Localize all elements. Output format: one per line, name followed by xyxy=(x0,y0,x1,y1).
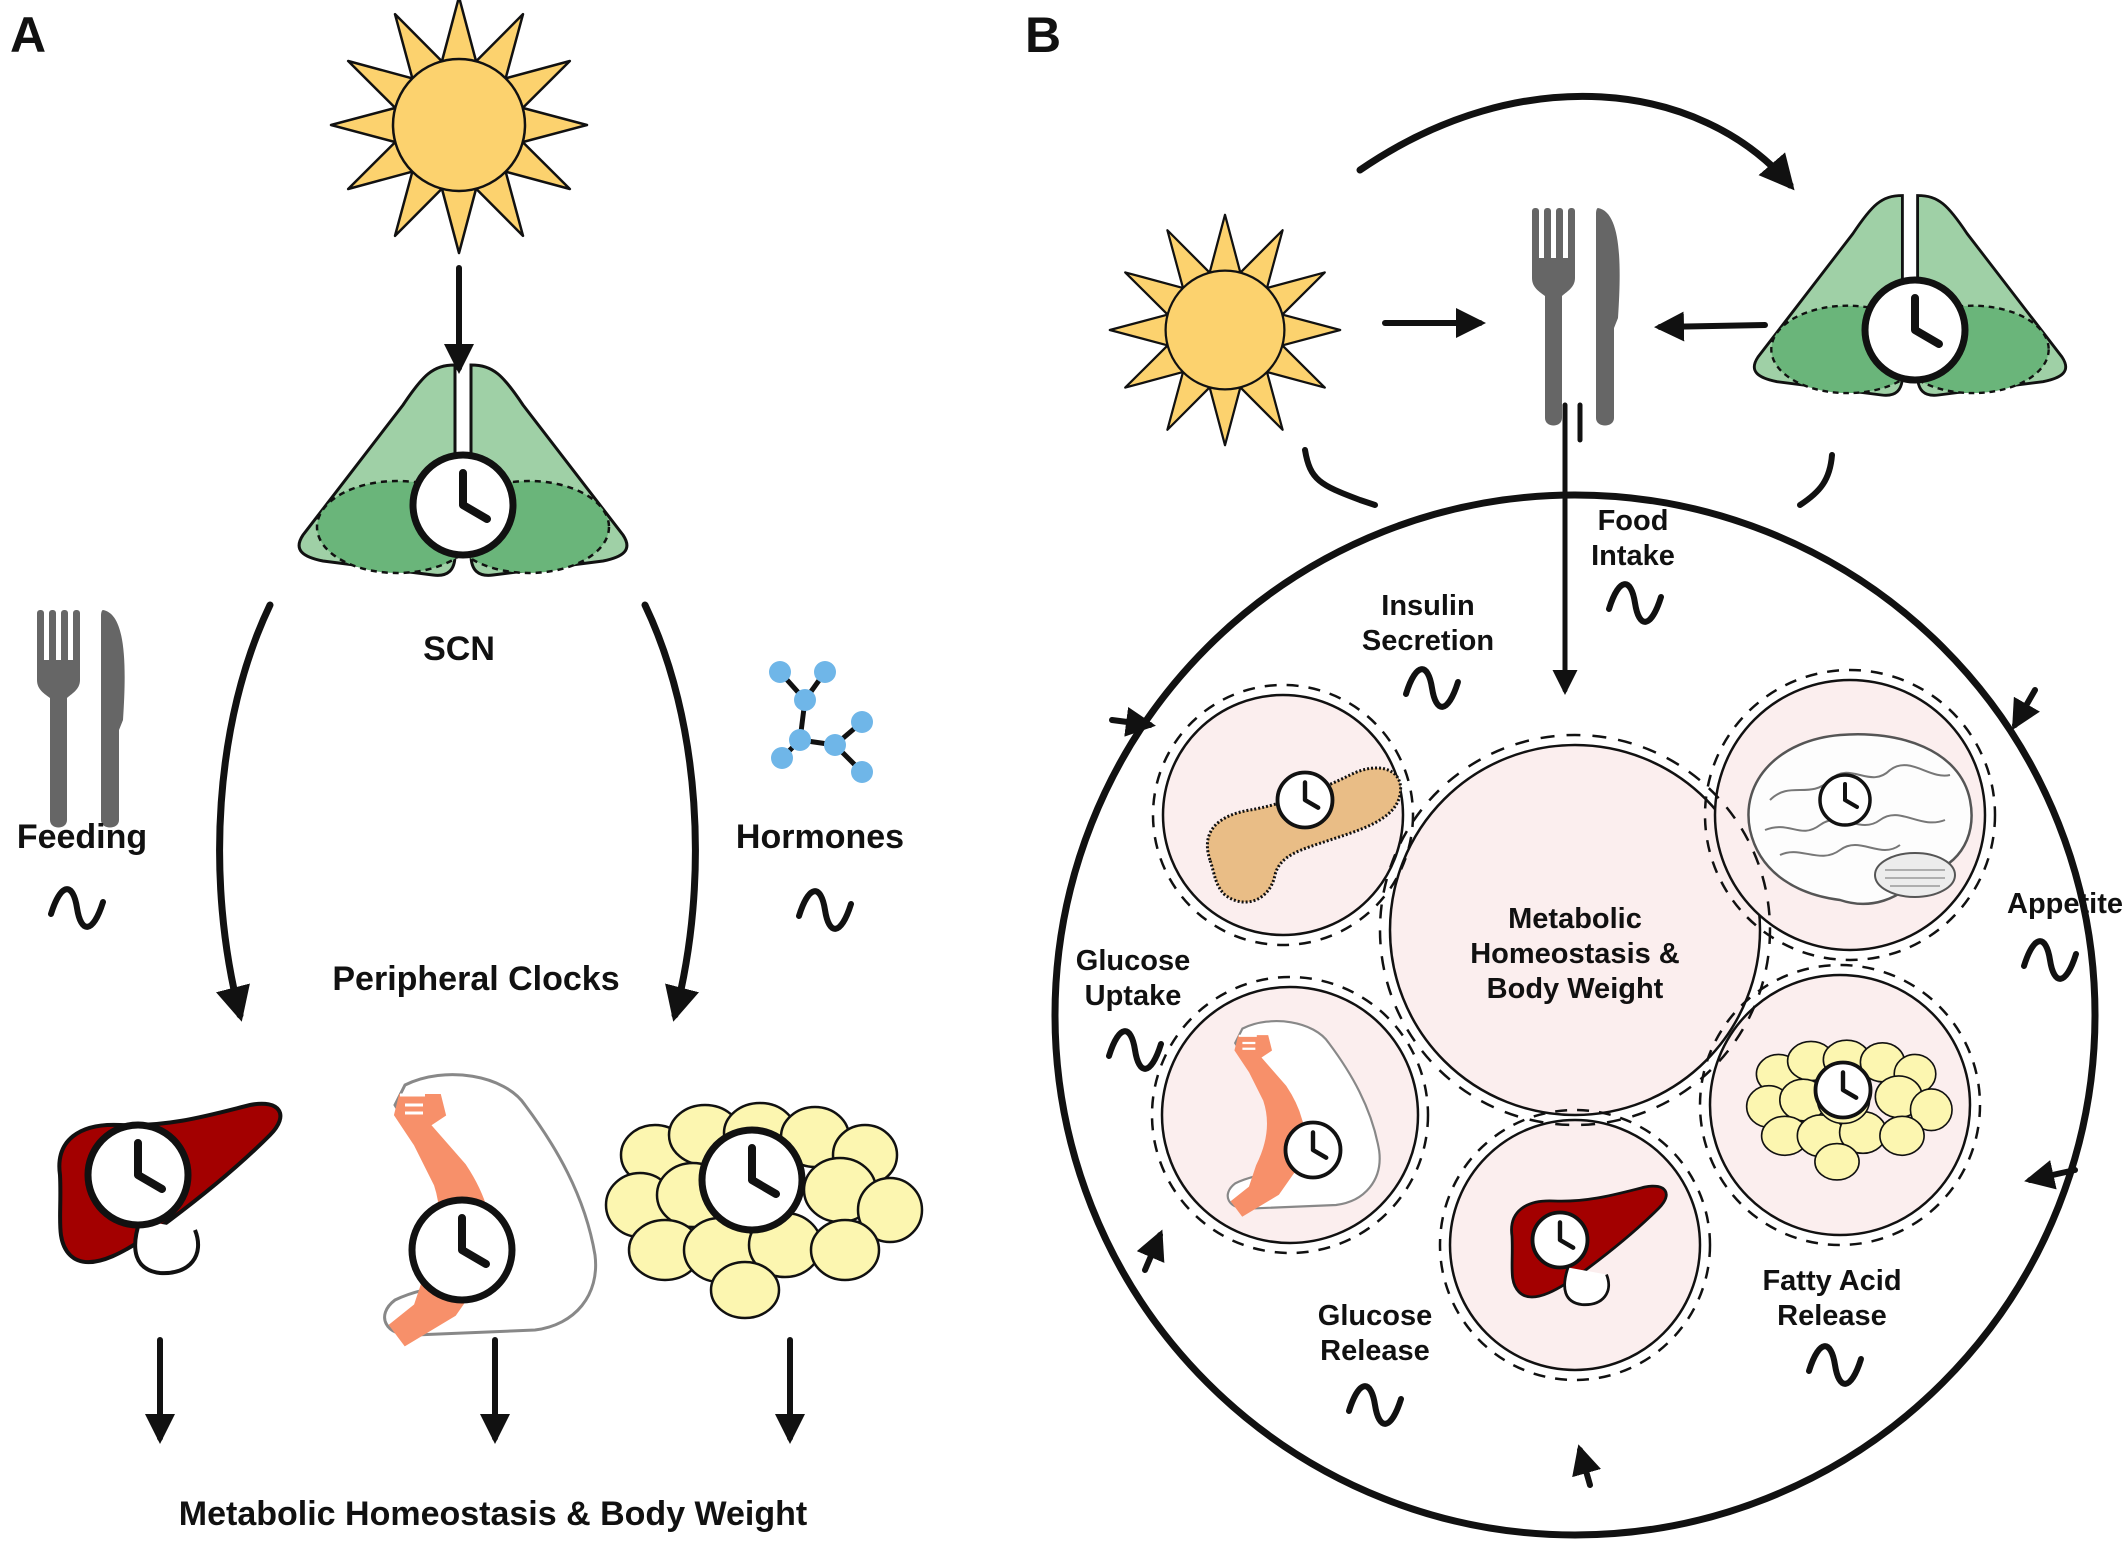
insulin-label-2: Secretion xyxy=(1362,625,1494,657)
glucose-release-label-1: Glucose xyxy=(1318,1300,1432,1332)
panel-a-letter: A xyxy=(10,7,46,63)
circle-arrow xyxy=(2024,1160,2078,1190)
panel-a-bottom-label: Metabolic Homeostasis & Body Weight xyxy=(179,1495,807,1533)
clock-icon xyxy=(702,1130,802,1230)
scn-left-arrow xyxy=(216,601,274,1022)
center-cell xyxy=(1388,743,1762,1117)
brain-icon xyxy=(1747,733,1973,906)
glucose-release-label-2: Release xyxy=(1320,1335,1430,1367)
clock-icon xyxy=(1816,1063,1871,1118)
circle-arrow xyxy=(2012,687,2040,731)
food-intake-label-1: Food xyxy=(1598,505,1669,537)
center-line-3: Body Weight xyxy=(1487,973,1664,1005)
wave-icon xyxy=(799,891,851,929)
scn-to-food-arrow xyxy=(1654,311,1768,342)
scn-icon xyxy=(297,363,629,577)
glucose-uptake-label-2: Uptake xyxy=(1085,980,1182,1012)
hormone-molecule-icon xyxy=(769,661,873,783)
fork-icon xyxy=(1532,208,1620,426)
wave-icon xyxy=(51,889,103,927)
clock-icon xyxy=(88,1125,188,1225)
clock-icon xyxy=(1533,1213,1588,1268)
circle-arrow xyxy=(1136,1229,1165,1273)
peripheral-clocks-label: Peripheral Clocks xyxy=(332,960,619,998)
appetite-label: Appetite xyxy=(2007,888,2123,920)
sun-icon xyxy=(329,0,589,255)
center-line-2: Homeostasis & xyxy=(1470,938,1680,970)
feeding-label: Feeding xyxy=(17,818,147,856)
clock-icon xyxy=(1865,280,1965,380)
clock-icon xyxy=(1286,1123,1341,1178)
clock-icon xyxy=(412,1200,512,1300)
clock-icon xyxy=(1278,773,1333,828)
glucose-uptake-label-1: Glucose xyxy=(1076,945,1190,977)
center-line-1: Metabolic xyxy=(1508,903,1642,935)
circle-arrow xyxy=(1572,1444,1602,1488)
hormones-label: Hormones xyxy=(736,818,904,856)
scn-icon xyxy=(1752,194,2068,397)
liver-icon xyxy=(57,1101,283,1276)
scn-label: SCN xyxy=(423,630,495,668)
fatty-acid-label-1: Fatty Acid xyxy=(1762,1265,1901,1297)
fatty-acid-label-2: Release xyxy=(1777,1300,1887,1332)
circle-arrow xyxy=(1109,706,1156,737)
insulin-label-1: Insulin xyxy=(1381,590,1474,622)
clock-icon xyxy=(413,455,513,555)
panel-b-letter: B xyxy=(1025,7,1061,63)
adipose-icon xyxy=(604,1101,924,1320)
scn-connector xyxy=(1797,452,1835,508)
fork-icon xyxy=(37,610,125,828)
food-intake-label-2: Intake xyxy=(1591,540,1675,572)
clock-icon xyxy=(1818,773,1872,827)
cell-ridges xyxy=(1150,668,1997,1382)
scn-right-arrow xyxy=(641,601,699,1022)
muscle-icon xyxy=(383,1073,598,1347)
sun-icon xyxy=(1108,213,1342,447)
sun-to-scn-curved-arrow xyxy=(1356,92,1795,191)
sun-connector xyxy=(1302,447,1378,508)
